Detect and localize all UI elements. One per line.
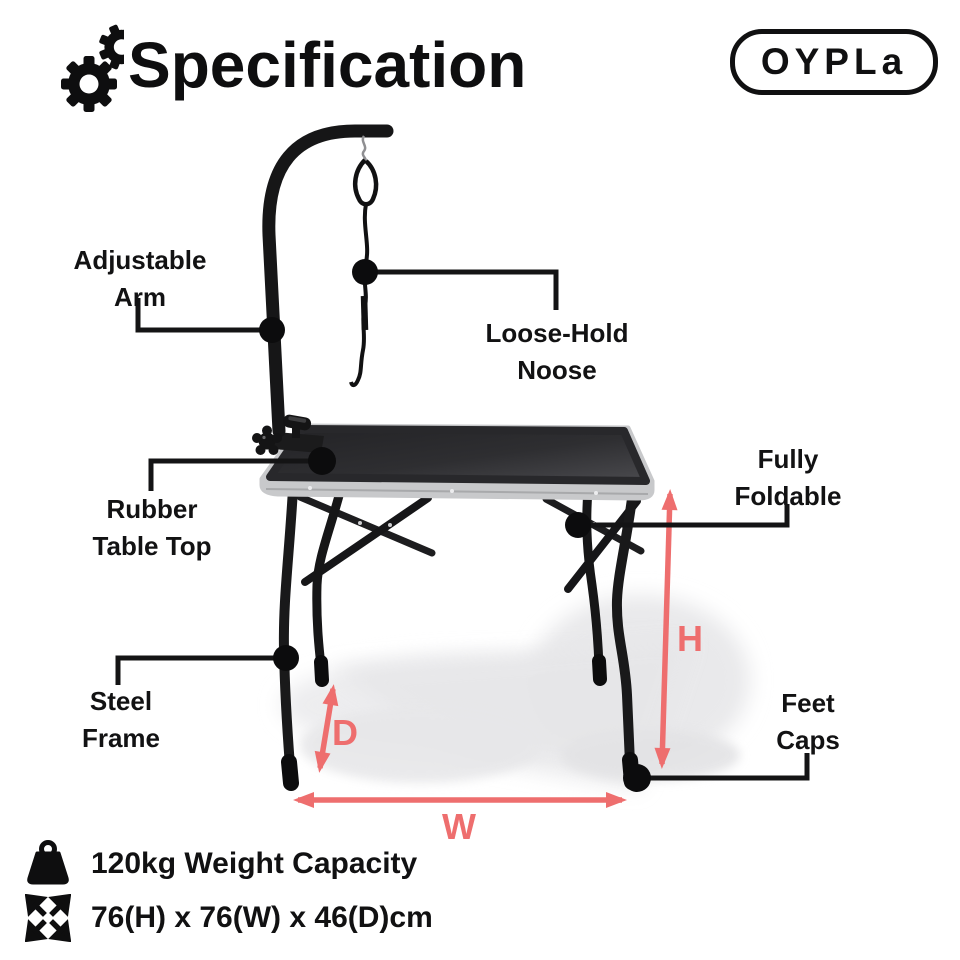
fully-foldable-dot [565,512,591,538]
height-dimension-label: H [677,618,703,659]
width-dimension-label: W [442,806,476,847]
back-left-foot-cap [314,655,329,687]
back-right-foot-cap [592,654,607,686]
callout-label: Fully [757,444,819,474]
callout-feet-caps: Feet Caps [776,685,840,759]
gears-icon [61,24,124,112]
back-left-leg [312,487,345,671]
steel-frame-dot [273,645,299,671]
weight-icon [27,840,69,885]
brand-logo-text: OYPLa [760,41,908,82]
fully-foldable-leader [578,504,790,528]
callout-label: Arm [113,282,167,312]
callout-label: Rubber [106,494,198,524]
noose-cord-wrap [360,295,369,331]
adjustable-arm [252,124,394,455]
dimensions-text: 76(H) x 76(W) x 46(D)cm [91,901,433,934]
callout-label: Frame [81,723,161,753]
callout-label: Loose-Hold [485,318,629,348]
adjustable-arm-leader [135,298,272,333]
callout-dots [259,259,651,792]
callout-label: Noose [517,355,597,385]
height-arrow [654,489,678,769]
weight-capacity-text: 120kg Weight Capacity [91,846,418,880]
rubber-table-top-dot [308,447,336,475]
page-title: Specification [128,29,527,101]
callout-label: Steel [89,686,153,716]
callout-fully-foldable: Fully Foldable [735,441,842,515]
noose-clip [361,135,367,163]
feet-caps-leader [637,753,810,781]
feet-caps-dot [623,764,651,792]
dimension-arrows [293,489,678,808]
callout-label: Table Top [92,531,212,561]
callout-label: Foldable [734,481,842,511]
trim-screw [594,491,598,495]
noose [349,135,379,388]
clamp-t-knob [283,414,312,438]
loose-hold-noose-dot [352,259,378,285]
callout-label: Caps [776,725,840,755]
expand-arrows-icon [25,894,71,942]
callout-rubber-table-top: Rubber Table Top [93,491,212,565]
trim-screw [308,486,312,490]
depth-arrow [314,684,339,773]
front-left-foot-cap [281,754,299,791]
front-right-leg [611,486,638,768]
depth-dimension-label: D [332,712,358,753]
callout-adjustable-arm: Adjustable Arm [74,242,207,316]
adjustable-arm-dot [259,317,285,343]
steel-frame-leader [115,655,286,685]
gear-large [61,56,117,112]
brand-logo: OYPLa [730,29,938,95]
arm-pole [262,124,394,438]
table-top [259,423,655,501]
rubber-table-top-leader [148,458,322,491]
noose-loop [352,158,379,207]
callout-steel-frame: Steel Frame [82,683,160,757]
front-left-leg [278,484,298,771]
clamp-bracket [273,432,324,453]
dimensions-row: 76(H) x 76(W) x 46(D)cm [25,894,433,942]
trim-screw [450,489,454,493]
callout-lines [115,269,810,781]
noose-cord [349,203,370,388]
callout-label: Feet [781,688,835,718]
weight-capacity-row: 120kg Weight Capacity [25,840,417,887]
clamp-star-knob [252,425,282,455]
callout-loose-hold-noose: Loose-Hold Noose [486,315,629,389]
gear-small [99,24,124,70]
callout-label: Adjustable [73,245,207,275]
loose-hold-noose-leader [365,269,559,310]
